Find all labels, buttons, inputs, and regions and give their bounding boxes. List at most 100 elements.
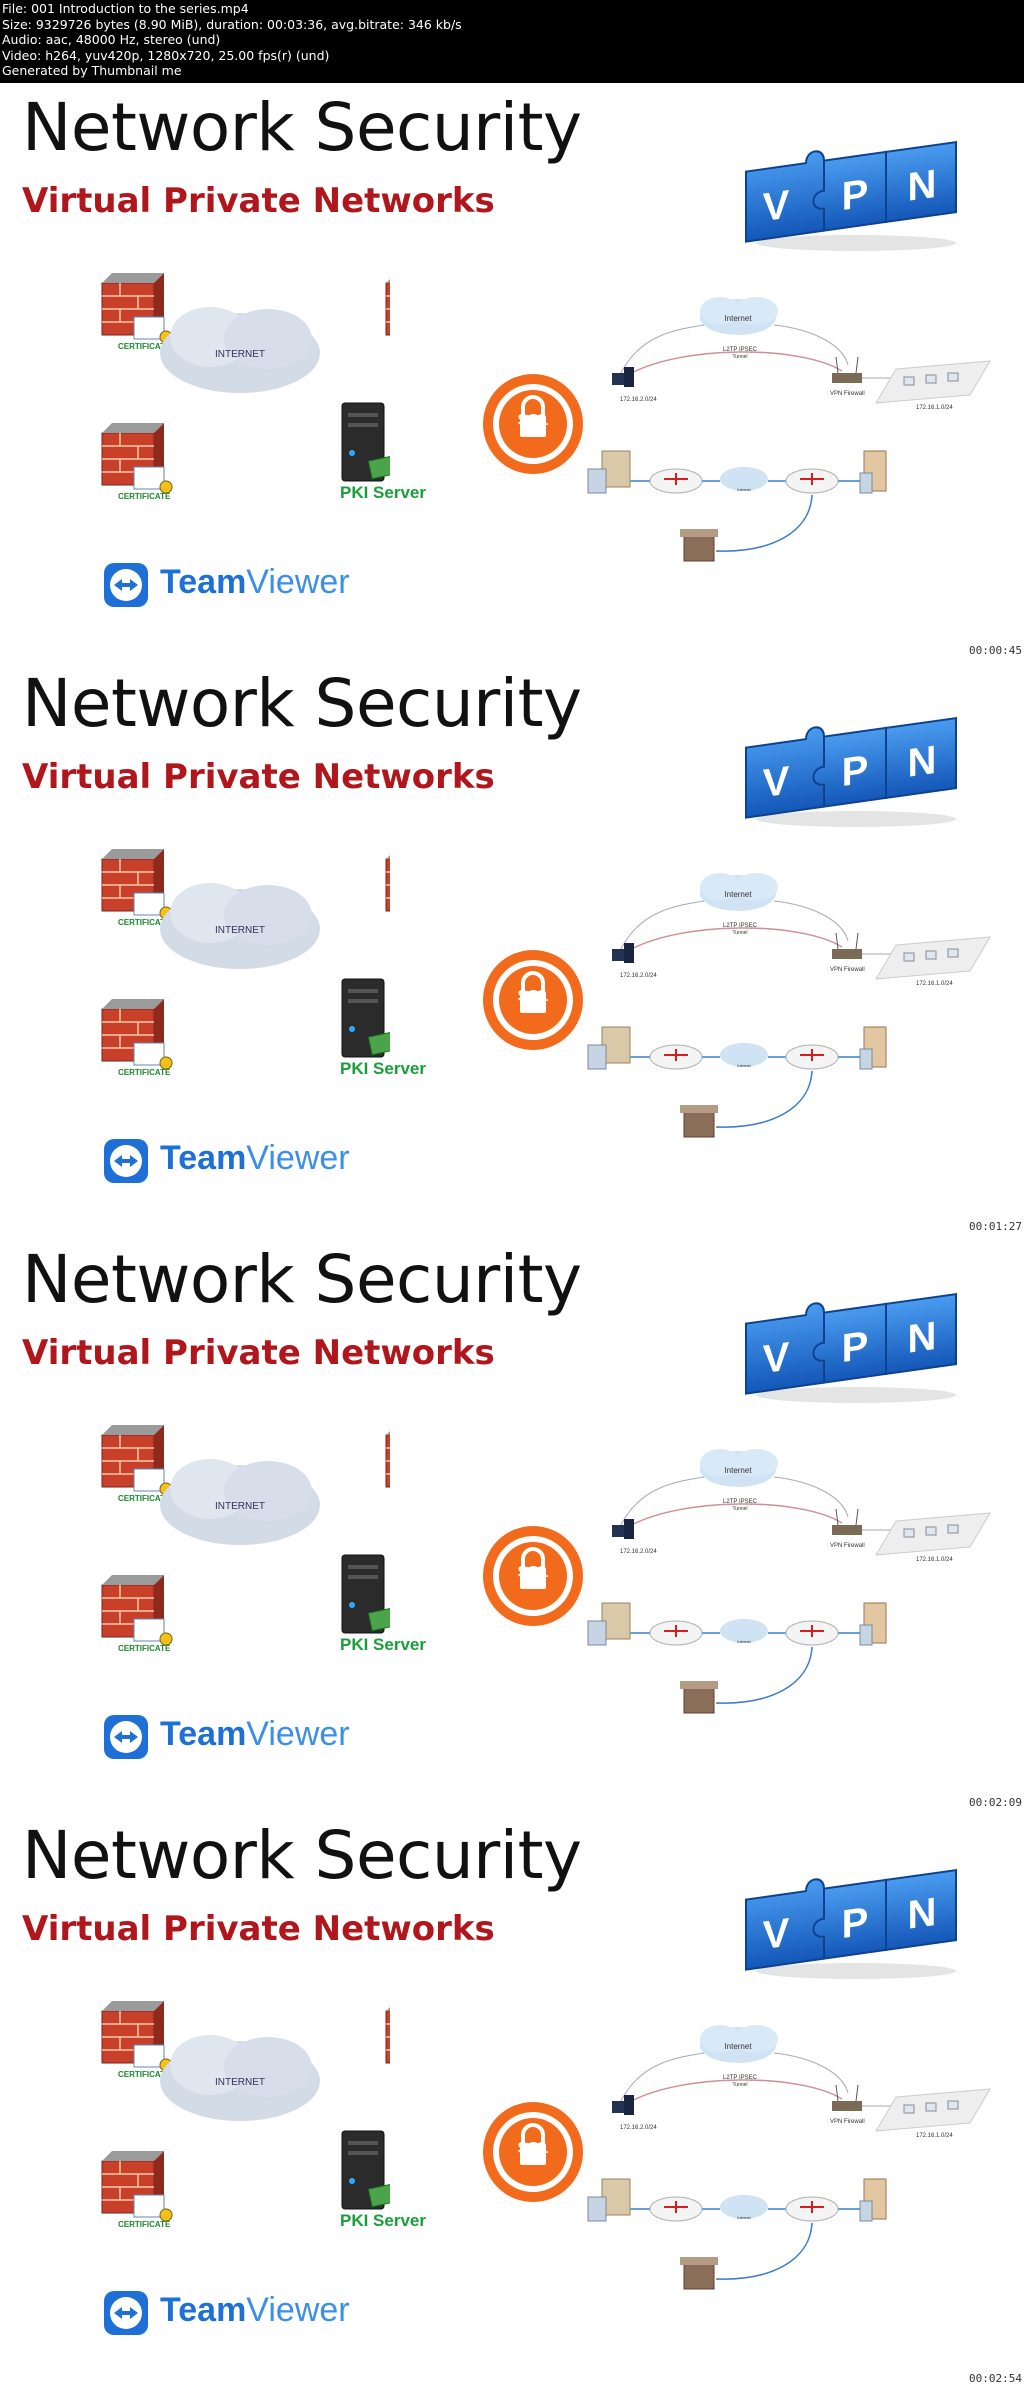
svg-text:VPN Firewall: VPN Firewall	[830, 391, 865, 397]
video-thumbnail-frame-1[interactable]: Network Security Virtual Private Network…	[0, 83, 1024, 659]
svg-text:172.16.1.0/24: 172.16.1.0/24	[916, 2133, 953, 2139]
teamviewer-light-text: Viewer	[246, 1139, 350, 1177]
svg-text:L2TP IPSEC: L2TP IPSEC	[723, 2075, 758, 2081]
firewall-icon: CERTIFICATE	[101, 423, 173, 501]
video-thumbnail-frame-4[interactable]: Network Security Virtual Private Network…	[0, 1811, 1024, 2387]
remote-office-icon	[680, 529, 718, 562]
branch-office-right-icon	[859, 1602, 887, 1646]
lan-devices-icon	[875, 360, 991, 404]
ssl-label: SSL	[517, 1564, 549, 1581]
firewall-icon: CERTIFICATE	[101, 1575, 173, 1653]
branch-office-left-icon	[587, 1602, 631, 1646]
vpn-puzzle-image: V P N	[745, 1868, 957, 1979]
firewall-icon: CERTIFICATE	[101, 2151, 173, 2229]
frame-timestamp: 00:02:54	[969, 2372, 1022, 2385]
teamviewer-light-text: Viewer	[246, 2291, 350, 2329]
svg-text:L2TP IPSEC: L2TP IPSEC	[723, 1499, 758, 1505]
ssl-label: SSL	[517, 412, 549, 429]
router-left-icon	[649, 2196, 703, 2222]
branch-office-left-icon	[587, 450, 631, 494]
svg-text:VPN Firewall: VPN Firewall	[830, 2119, 865, 2125]
firewall-icon	[385, 2007, 390, 2064]
svg-text:Internet: Internet	[737, 2215, 751, 2220]
slide-subtitle: Virtual Private Networks	[22, 1909, 495, 1949]
svg-text:172.16.1.0/24: 172.16.1.0/24	[916, 405, 953, 411]
pki-server-label: PKI Server	[340, 483, 426, 502]
vpn-firewall-icon	[832, 932, 862, 959]
svg-text:172.16.1.0/24: 172.16.1.0/24	[916, 981, 953, 987]
teamviewer-wordmark: TeamViewer	[160, 563, 350, 602]
internet-cloud-small-icon: Internet	[720, 1043, 768, 1068]
client-device-icon	[612, 943, 634, 963]
vpn-letter-p: P	[842, 1323, 869, 1372]
video-thumbnail-frame-2[interactable]: Network Security Virtual Private Network…	[0, 659, 1024, 1235]
teamviewer-light-text: Viewer	[246, 1715, 350, 1753]
branch-office-right-icon	[859, 1026, 887, 1070]
svg-text:Tunnel: Tunnel	[732, 354, 747, 360]
slide-title: Network Security	[22, 1817, 582, 1894]
vpn-letter-n: N	[908, 737, 937, 786]
svg-text:Internet: Internet	[737, 1639, 751, 1644]
pki-diagram: CERTIFICATE CERTIFICATE	[101, 2001, 390, 2229]
vpn-puzzle-image: V P N	[745, 1292, 957, 1403]
firewall-icon	[101, 849, 164, 912]
ssl-lock-icon	[483, 950, 583, 1050]
branch-office-right-icon	[859, 2178, 887, 2222]
svg-text:L2TP IPSEC: L2TP IPSEC	[723, 923, 758, 929]
svg-text:Internet: Internet	[737, 1063, 751, 1068]
svg-text:CERTIFICATE: CERTIFICATE	[118, 1644, 171, 1653]
teamviewer-light-text: Viewer	[246, 563, 350, 601]
internet-cloud-icon: Internet	[700, 297, 778, 335]
frame-timestamp: 00:01:27	[969, 1220, 1022, 1233]
pki-diagram: CERTIFICATE CERTIFICATE	[101, 1425, 390, 1653]
svg-text:INTERNET: INTERNET	[215, 349, 265, 360]
pki-server-label: PKI Server	[340, 1059, 426, 1078]
teamviewer-logo-icon	[104, 1715, 148, 1759]
remote-office-icon	[680, 2257, 718, 2290]
svg-text:VPN Firewall: VPN Firewall	[830, 1543, 865, 1549]
svg-text:172.16.1.0/24: 172.16.1.0/24	[916, 1557, 953, 1563]
ssl-label: SSL	[517, 988, 549, 1005]
pki-diagram: CERTIFICATE CERTIFICATE	[101, 273, 390, 501]
vpn-letter-v: V	[763, 758, 790, 807]
branch-office-left-icon	[587, 1026, 631, 1070]
internet-cloud-small-icon: Internet	[720, 2195, 768, 2220]
ssl-lock-icon	[483, 2102, 583, 2202]
frame-timestamp: 00:02:09	[969, 1796, 1022, 1809]
router-right-icon	[785, 468, 839, 494]
slide-subtitle: Virtual Private Networks	[22, 181, 495, 221]
svg-text:CERTIFICATE: CERTIFICATE	[118, 918, 171, 927]
svg-text:172.16.2.0/24: 172.16.2.0/24	[620, 1549, 657, 1555]
svg-text:CERTIFICATE: CERTIFICATE	[118, 2220, 171, 2229]
teamviewer-bold-text: Team	[160, 1715, 247, 1753]
teamviewer-bold-text: Team	[160, 2291, 247, 2329]
video-thumbnail-frame-3[interactable]: Network Security Virtual Private Network…	[0, 1235, 1024, 1811]
slide-title: Network Security	[22, 1241, 582, 1318]
firewall-icon	[385, 279, 390, 336]
vpn-network-diagram: Internet L2TP IPSEC Tunnel 172.16.2.0/24…	[587, 873, 991, 1138]
svg-text:Internet: Internet	[724, 1466, 752, 1475]
svg-text:Tunnel: Tunnel	[732, 930, 747, 936]
remote-office-icon	[680, 1105, 718, 1138]
router-left-icon	[649, 1044, 703, 1070]
info-file-line: File: 001 Introduction to the series.mp4	[2, 1, 249, 16]
internet-cloud-small-icon: Internet	[720, 467, 768, 492]
server-icon	[341, 2130, 390, 2210]
svg-text:CERTIFICATE: CERTIFICATE	[118, 492, 171, 501]
svg-text:CERTIFICATE: CERTIFICATE	[118, 2070, 171, 2079]
teamviewer-bold-text: Team	[160, 1139, 247, 1177]
firewall-icon: CERTIFICATE	[101, 999, 173, 1077]
ssl-label: SSL	[517, 2140, 549, 2157]
vpn-firewall-icon	[832, 2084, 862, 2111]
vpn-letter-p: P	[842, 1899, 869, 1948]
internet-cloud-icon: Internet	[700, 873, 778, 911]
vpn-network-diagram: Internet L2TP IPSEC Tunnel 172.16.2.0/24…	[587, 2025, 991, 2290]
info-audio-line: Audio: aac, 48000 Hz, stereo (und)	[2, 32, 221, 47]
internet-cloud-icon: INTERNET	[160, 2035, 320, 2121]
internet-cloud-small-icon: Internet	[720, 1619, 768, 1644]
client-device-icon	[612, 1519, 634, 1539]
vpn-letter-n: N	[908, 1889, 937, 1938]
router-right-icon	[785, 1620, 839, 1646]
info-video-line: Video: h264, yuv420p, 1280x720, 25.00 fp…	[2, 47, 330, 63]
vpn-letter-n: N	[908, 161, 937, 210]
